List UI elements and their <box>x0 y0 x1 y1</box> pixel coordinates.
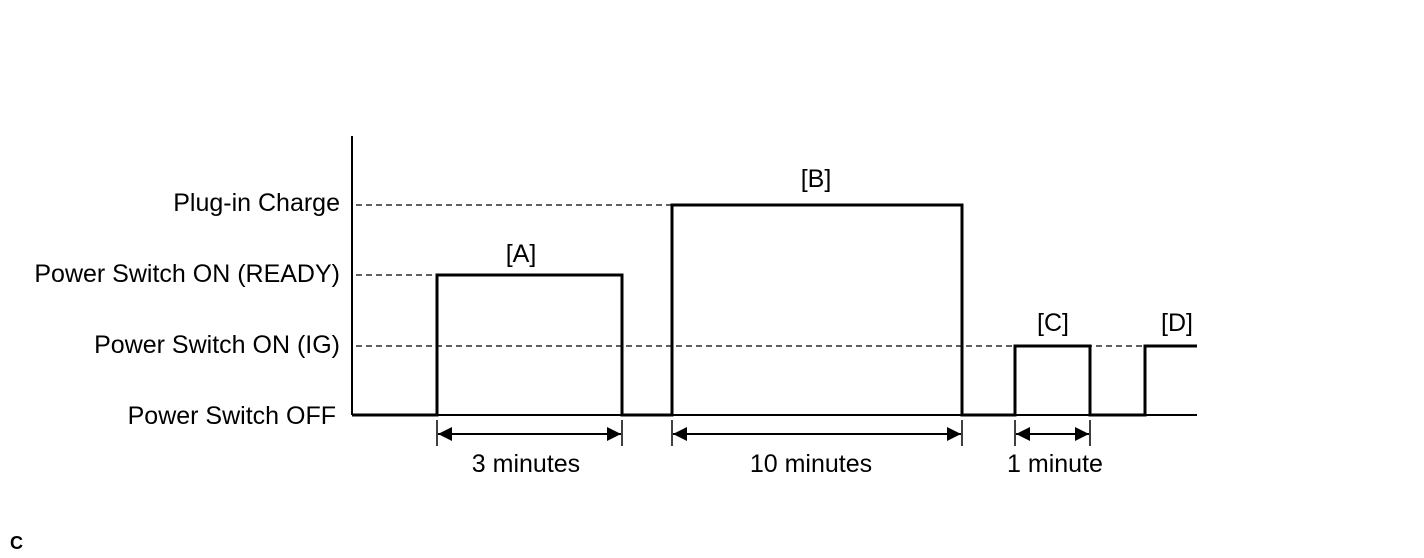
duration-label-b: 10 minutes <box>750 450 872 478</box>
duration-label-c: 1 minute <box>1007 450 1103 478</box>
state-label-ready: Power Switch ON (READY) <box>34 260 340 288</box>
segment-label-a: [A] <box>506 240 537 268</box>
state-waveform <box>352 203 1197 417</box>
segment-label-c: [C] <box>1037 309 1069 337</box>
state-label-off: Power Switch OFF <box>128 402 336 430</box>
state-label-ig: Power Switch ON (IG) <box>94 331 340 359</box>
segment-label-d: [D] <box>1161 309 1193 337</box>
corner-code: C <box>10 533 23 553</box>
state-label-charge: Plug-in Charge <box>173 189 340 217</box>
duration-label-a: 3 minutes <box>472 450 580 478</box>
segment-label-b: [B] <box>801 165 832 193</box>
